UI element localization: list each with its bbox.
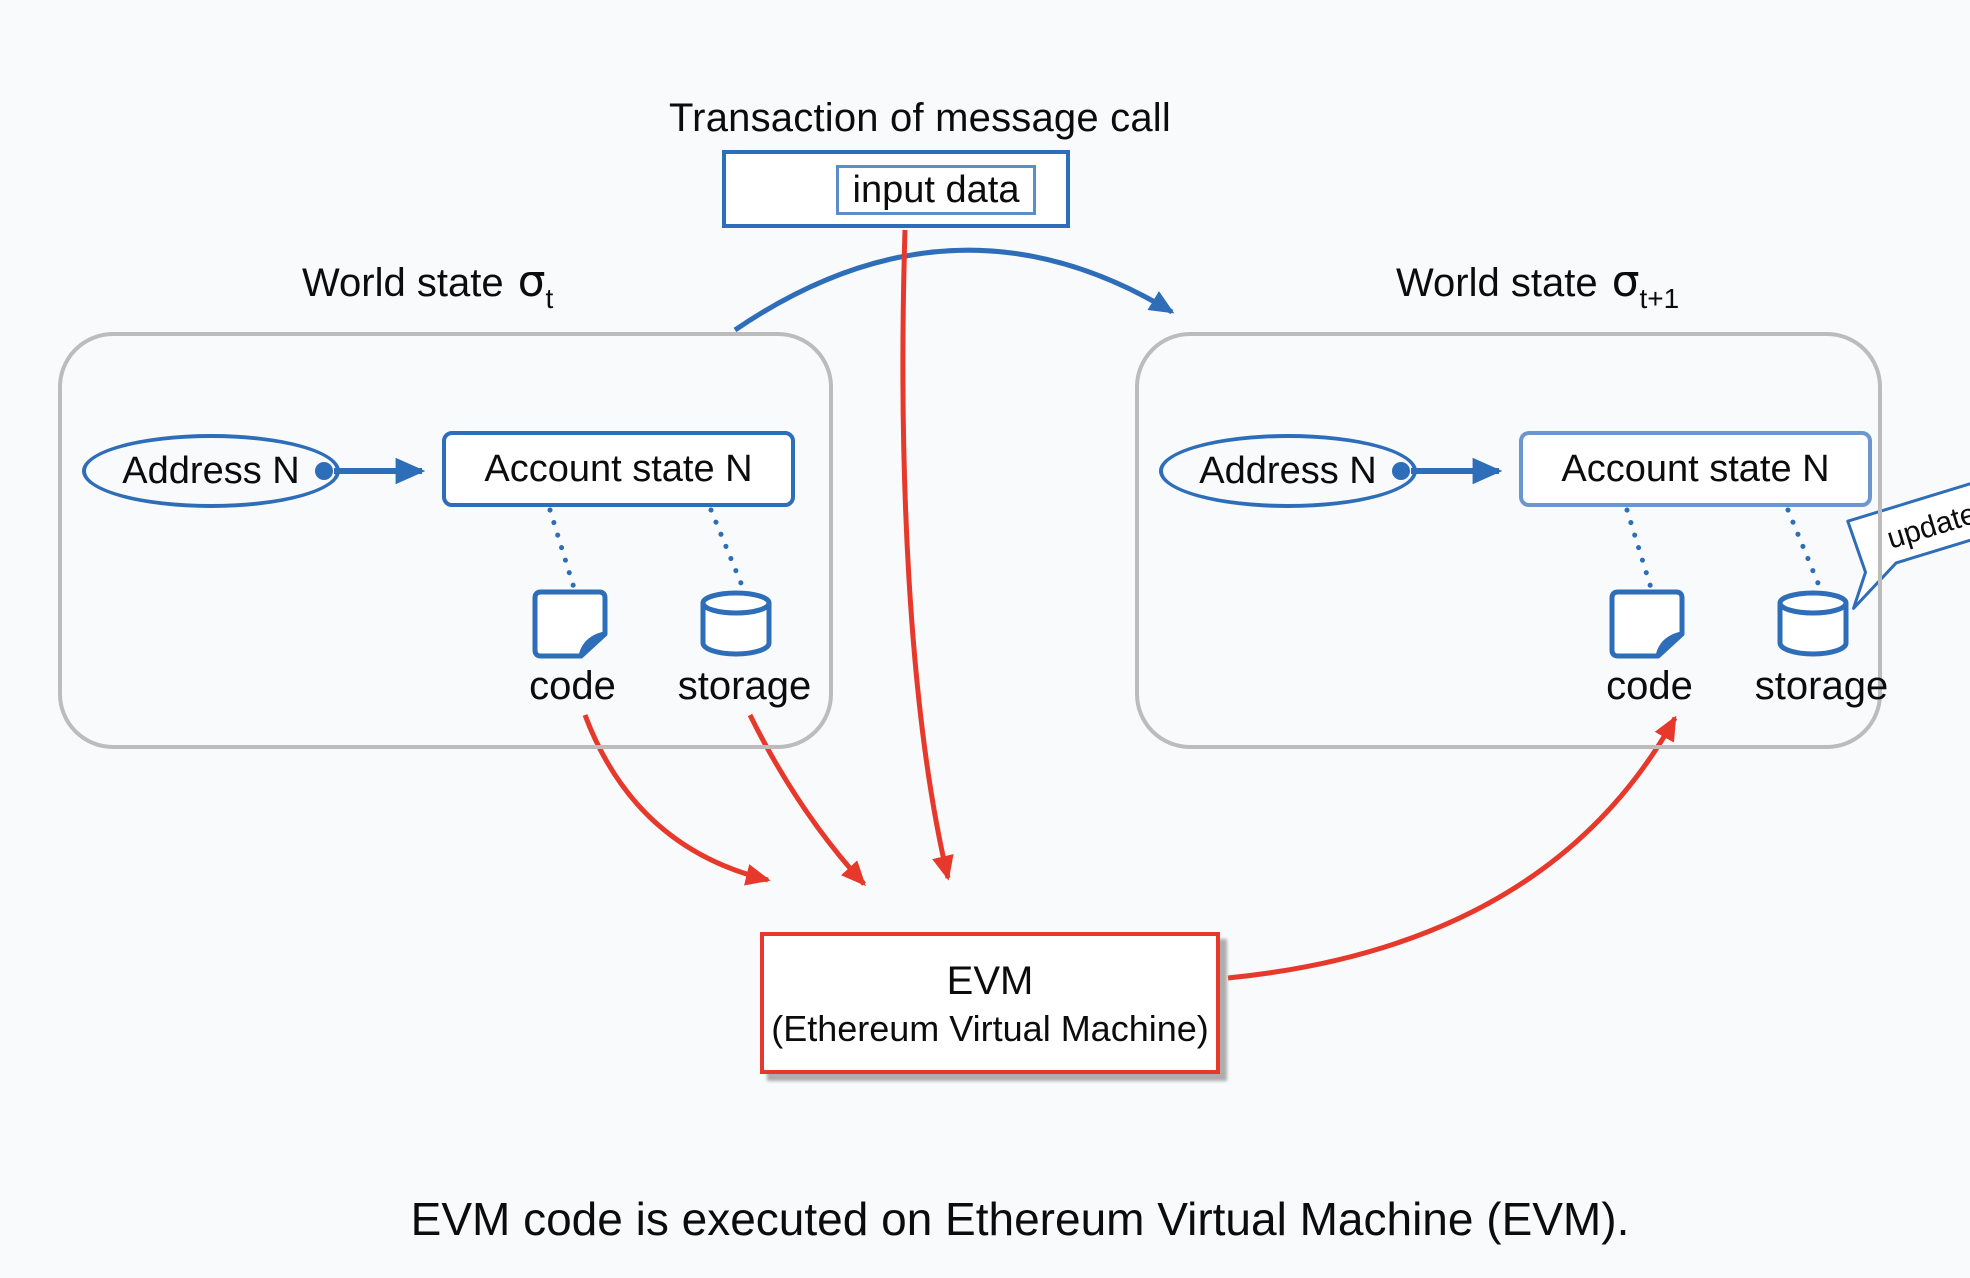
diagram-caption: EVM code is executed on Ethereum Virtual… [410, 1193, 1630, 1245]
storage-label: storage [677, 664, 812, 708]
sigma-symbol: σ [1611, 256, 1640, 307]
transaction-title: Transaction of message call [669, 96, 1171, 140]
input-data-to-evm-arrow [900, 229, 954, 881]
dotted-link-storage [708, 507, 746, 591]
sigma-symbol: σ [517, 256, 546, 307]
transaction-box: input data [722, 150, 1070, 228]
update-callout-label: update [1883, 497, 1970, 555]
dotted-link-code [547, 507, 577, 591]
storage-cylinder-icon [700, 590, 772, 657]
evm-subtitle: (Ethereum Virtual Machine) [771, 1007, 1209, 1049]
world-state-box-t: Address N Account state N code storage [58, 332, 833, 749]
state-transition-arrow [733, 247, 1175, 333]
account-state-box: Account state N [1519, 431, 1872, 507]
evm-box: EVM (Ethereum Virtual Machine) [760, 932, 1220, 1074]
address-ellipse: Address N [82, 434, 340, 508]
evm-title: EVM [946, 958, 1034, 1003]
code-label: code [1606, 664, 1693, 708]
world-state-box-t1: Address N Account state N code storage [1135, 332, 1888, 749]
evm-to-storage-update-arrow [1227, 715, 1678, 981]
dotted-link-storage [1785, 507, 1823, 591]
storage-cylinder-icon [1777, 590, 1849, 657]
address-ellipse: Address N [1159, 434, 1417, 508]
code-label: code [529, 664, 616, 708]
account-state-box: Account state N [442, 431, 795, 507]
sigma-subscript: t+1 [1639, 283, 1680, 314]
storage-label: storage [1754, 664, 1889, 708]
dotted-link-code [1624, 507, 1654, 591]
code-note-icon [532, 589, 608, 659]
code-note-icon [1609, 589, 1685, 659]
input-data-box: input data [836, 165, 1036, 215]
sigma-subscript: t [545, 283, 554, 314]
